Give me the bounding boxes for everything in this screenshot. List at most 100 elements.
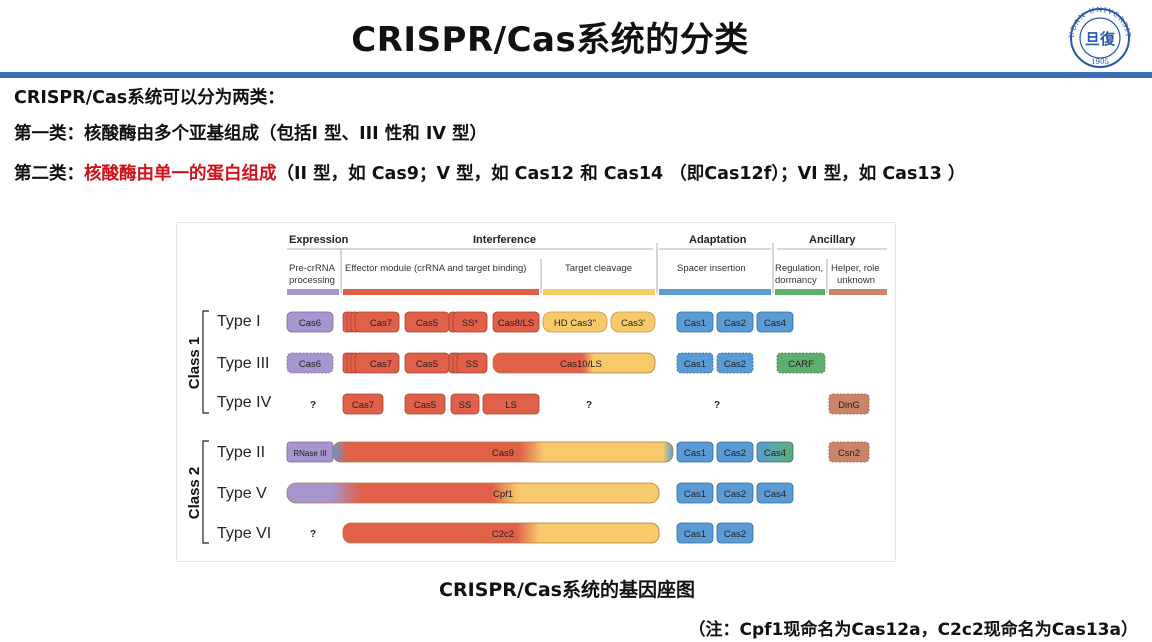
gene-cas1-v-label: Cas1 (684, 489, 706, 500)
gene-cas2-iii-label: Cas2 (724, 359, 746, 370)
module-bar-cleavage (543, 289, 655, 295)
stage-expression: Expression (289, 234, 349, 246)
gene-cas2-iii (716, 352, 754, 374)
gene-ss-star-label: SS* (462, 318, 479, 329)
type-iii-locus: Cas6 Cas7 Cas5 SS Cas10/LS Cas1 Cas2 CAR… (286, 352, 826, 374)
module-effector: Effector module (crRNA and target bindin… (345, 263, 526, 274)
gene-cpf1 (286, 482, 660, 504)
module-bar-regulation (775, 289, 825, 295)
module-bar-expression (287, 289, 339, 295)
gene-cas9-label: Cas9 (492, 448, 514, 459)
class1-line: 第一类：核酸酶由多个亚基组成（包括I 型、III 性和 IV 型） (14, 124, 487, 144)
gene-ss-iv-label: SS (459, 400, 472, 411)
gene-cas2-ii-label: Cas2 (724, 448, 746, 459)
gene-csn2 (828, 441, 870, 463)
gene-ss-iv (450, 393, 480, 415)
class2-label: Class 2 (186, 467, 203, 520)
gene-cas5-iv-label: Cas5 (414, 400, 436, 411)
gene-cas7-iii (354, 352, 400, 374)
gene-cas2-v-label: Cas2 (724, 489, 746, 500)
title-divider (0, 72, 1152, 78)
crispr-loci-figure: Expression Interference Adaptation Ancil… (176, 222, 896, 562)
gene-cas5-iv (404, 393, 446, 415)
gene-cas8ls-label: Cas8/LS (498, 318, 534, 329)
type-ii-label: Type II (217, 444, 265, 461)
gene-cas1-vi-label: Cas1 (684, 529, 706, 540)
gene-cas1-iii (676, 352, 714, 374)
class2-prefix: 第二类： (14, 164, 84, 184)
gene-cas1-ii (676, 441, 714, 463)
gene-cas7-iv (342, 393, 384, 415)
stage-ancillary: Ancillary (809, 234, 856, 246)
class1-label: Class 1 (186, 337, 203, 390)
gene-cas1-ii-label: Cas1 (684, 448, 706, 459)
gene-cas7-iii-label: Cas7 (370, 359, 392, 370)
gene-cas5-label: Cas5 (416, 318, 438, 329)
gene-cas10ls-label: Cas10/LS (560, 359, 602, 370)
gene-ls-iv-label: LS (505, 400, 517, 411)
type-v-locus: Cpf1 Cas1 Cas2 Cas4 (286, 482, 794, 504)
module-bar-spacer (659, 289, 771, 295)
gene-cas4-label: Cas4 (764, 318, 786, 329)
gene-cas2-ii (716, 441, 754, 463)
figure-caption: CRISPR/Cas系统的基因座图 (439, 579, 695, 601)
type-i-label: Type I (217, 313, 261, 330)
module-helper-1: Helper, role (831, 263, 880, 274)
type-i-locus: Cas6 Cas7 Cas5 SS* Cas8/LS HD Cas3'' Cas… (286, 311, 794, 333)
module-bar-effector (343, 289, 539, 295)
module-cleavage: Target cleavage (565, 263, 632, 274)
gene-cas6 (286, 311, 334, 333)
logo-center-text: 旦復 (1085, 30, 1116, 48)
gene-cas4-ii-label: Cas4 (764, 448, 786, 459)
slide-title: CRISPR/Cas系统的分类 (351, 20, 749, 60)
module-regulation-2: dormancy (775, 275, 817, 286)
gene-cas7 (354, 311, 400, 333)
module-regulation-1: Regulation, (775, 263, 823, 274)
gene-cas2-v (716, 482, 754, 504)
gene-cas4-v (756, 482, 794, 504)
gene-cas8ls (492, 311, 540, 333)
gene-cas6-iii-label: Cas6 (299, 359, 321, 370)
gene-cas6-iii (286, 352, 334, 374)
module-bar-helper (829, 289, 887, 295)
gene-cas2 (716, 311, 754, 333)
gene-cas2-label: Cas2 (724, 318, 746, 329)
gene-ls-iv (482, 393, 540, 415)
university-logo: FUDAN UNIVERSITY 旦復 1905 (1064, 4, 1131, 68)
class2-highlight: 核酸酶由单一的蛋白组成 (84, 164, 277, 184)
gene-cas7-label: Cas7 (370, 318, 392, 329)
gene-c2c2 (342, 522, 660, 544)
module-helper-2: unknown (837, 275, 875, 286)
type-iv-unknown-cleavage: ? (586, 400, 592, 411)
gene-cas1-label: Cas1 (684, 318, 706, 329)
gene-cas1 (676, 311, 714, 333)
gene-ss-star (452, 311, 488, 333)
gene-ding (828, 393, 870, 415)
type-iv-locus: ? Cas7 Cas5 SS LS ? ? DinG (310, 393, 870, 415)
stage-adaptation: Adaptation (689, 234, 747, 246)
type-vi-label: Type VI (217, 525, 271, 542)
gene-cas9 (332, 441, 674, 463)
gene-ss-iii-label: SS (466, 359, 479, 370)
footnote: （注：Cpf1现命名为Cas12a，C2c2现命名为Cas13a） (688, 620, 1138, 640)
gene-hdcas3-label: HD Cas3'' (554, 318, 596, 329)
gene-cas2-vi-label: Cas2 (724, 529, 746, 540)
module-precrrna-2: processing (289, 275, 335, 286)
gene-ss-iii (456, 352, 488, 374)
class2-line: 第二类：核酸酶由单一的蛋白组成（II 型，如 Cas9；V 型，如 Cas12 … (14, 162, 965, 186)
type-vi-locus: ? C2c2 Cas1 Cas2 (310, 522, 754, 544)
type-iv-unknown-adaptation: ? (714, 400, 720, 411)
gene-cas7-iv-label: Cas7 (352, 400, 374, 411)
gene-cas1-v (676, 482, 714, 504)
module-spacer: Spacer insertion (677, 263, 746, 274)
gene-rnase-iii-label: RNase III (293, 449, 326, 458)
logo-year: 1905 (1091, 58, 1109, 66)
gene-cas2-vi (716, 522, 754, 544)
gene-carf (776, 352, 826, 374)
gene-cas3p-label: Cas3' (621, 318, 645, 329)
type-v-label: Type V (217, 485, 267, 502)
gene-cas6-label: Cas6 (299, 318, 321, 329)
gene-cas10ls (492, 352, 656, 374)
gene-cpf1-label: Cpf1 (493, 489, 513, 500)
type-iv-label: Type IV (217, 394, 272, 411)
